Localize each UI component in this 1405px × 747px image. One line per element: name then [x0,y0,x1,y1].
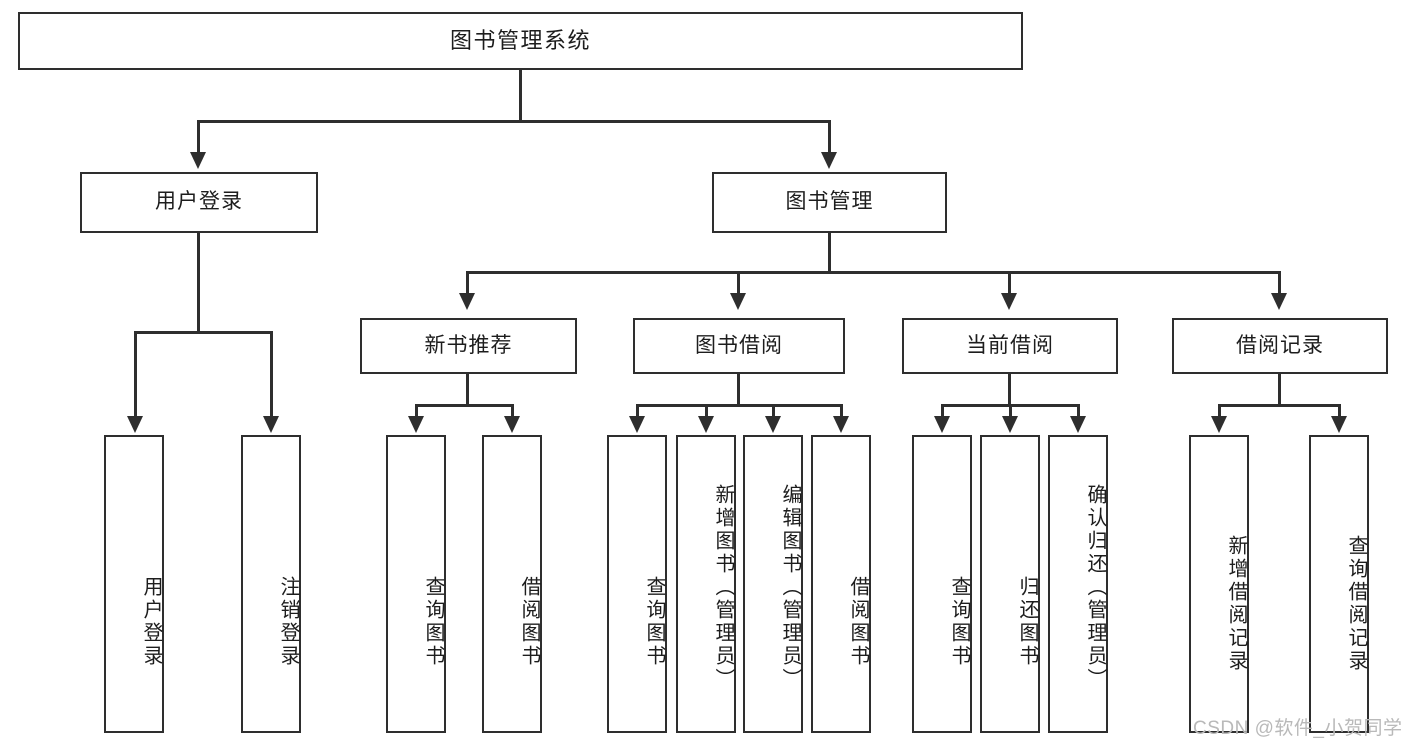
node-label: 图书管理系统 [449,28,591,54]
connector-nbr-trunk [466,374,469,406]
arrowhead-user-login-to-leaf-1 [127,416,143,433]
node-current-borrow[interactable]: 当前借阅 [902,318,1118,374]
watermark-text: CSDN @软件_小贺同学 [1193,718,1403,739]
node-label: 编辑图书（管理员） [779,483,801,691]
node-leaf-query-borrow-record[interactable]: 查询借阅记录 [1309,435,1369,733]
arrowhead-user-login-to-leaf-2 [263,416,279,433]
node-leaf-user-login[interactable]: 用户登录 [104,435,164,733]
node-borrow-record[interactable]: 借阅记录 [1172,318,1388,374]
node-user-login[interactable]: 用户登录 [80,172,318,233]
connector-bb-trunk [737,374,740,406]
node-leaf-borrow-book-2[interactable]: 借阅图书 [811,435,871,733]
connector-user-login-bus [134,331,272,334]
arrowhead-bb-to-leaf-3 [765,416,781,433]
arrowhead-nbr-to-leaf-2 [504,416,520,433]
connector-cb-to-leaf-1 [941,404,944,418]
node-leaf-borrow-book-1[interactable]: 借阅图书 [482,435,542,733]
connector-cb-to-leaf-3 [1077,404,1080,418]
node-label: 归还图书 [1016,576,1038,668]
node-label: 图书借阅 [695,333,783,357]
connector-user-login-to-leaf-1 [134,331,137,418]
arrowhead-bb-to-leaf-2 [698,416,714,433]
arrowhead-bm-to-borrow-record [1271,293,1287,310]
connector-cb-to-leaf-2 [1009,404,1012,418]
connector-br-to-leaf-2 [1338,404,1341,418]
csdn-watermark: CSDN @软件_小贺同学 [1193,713,1402,740]
node-label: 用户登录 [155,190,243,214]
connector-br-bus [1218,404,1340,407]
arrowhead-br-to-leaf-1 [1211,416,1227,433]
node-label: 查询借阅记录 [1345,535,1367,673]
connector-nbr-to-leaf-2 [511,404,514,418]
connector-book-management-bus [466,271,1281,274]
node-label: 用户登录 [140,576,162,668]
connector-nbr-bus [415,404,513,407]
node-label: 查询图书 [422,576,444,668]
connector-book-management-trunk [828,233,831,273]
arrowhead-bm-to-new-book-recommend [459,293,475,310]
node-label: 新增借阅记录 [1225,535,1247,673]
node-label: 注销登录 [277,576,299,668]
node-label: 当前借阅 [966,333,1054,357]
node-label: 图书管理 [785,190,874,214]
arrowhead-bm-to-current-borrow [1001,293,1017,310]
node-label: 新增图书（管理员） [712,483,734,691]
connector-user-login-to-leaf-2 [270,331,273,418]
node-label: 确认归还（管理员） [1084,483,1106,691]
connector-bb-to-leaf-2 [705,404,708,418]
arrowhead-root-to-book-management [821,152,837,169]
connector-root-to-book-management [828,120,831,153]
connector-bb-bus [636,404,843,407]
node-label: 借阅图书 [518,576,540,668]
connector-br-trunk [1278,374,1281,406]
arrowhead-br-to-leaf-2 [1331,416,1347,433]
node-label: 借阅图书 [847,576,869,668]
arrowhead-bb-to-leaf-4 [833,416,849,433]
node-leaf-add-book[interactable]: 新增图书（管理员） [676,435,736,733]
connector-root-to-user-login [197,120,200,153]
connector-bm-to-current-borrow [1008,271,1011,295]
connector-bb-to-leaf-3 [772,404,775,418]
connector-bm-to-new-book-recommend [466,271,469,295]
connector-bm-to-borrow-record [1278,271,1281,295]
arrowhead-cb-to-leaf-3 [1070,416,1086,433]
connector-root-bus [197,120,831,123]
node-leaf-edit-book[interactable]: 编辑图书（管理员） [743,435,803,733]
node-book-borrow[interactable]: 图书借阅 [633,318,845,374]
node-label: 查询图书 [643,576,665,668]
connector-user-login-trunk [197,233,200,333]
arrowhead-bb-to-leaf-1 [629,416,645,433]
node-book-management[interactable]: 图书管理 [712,172,947,233]
connector-cb-trunk [1008,374,1011,406]
node-label: 新书推荐 [424,333,513,357]
node-leaf-return-book[interactable]: 归还图书 [980,435,1040,733]
connector-br-to-leaf-1 [1218,404,1221,418]
node-leaf-logout-login[interactable]: 注销登录 [241,435,301,733]
node-label: 查询图书 [948,576,970,668]
arrowhead-cb-to-leaf-2 [1002,416,1018,433]
node-label: 借阅记录 [1236,333,1324,357]
connector-bb-to-leaf-1 [636,404,639,418]
node-new-book-recommend[interactable]: 新书推荐 [360,318,577,374]
node-leaf-query-book-2[interactable]: 查询图书 [607,435,667,733]
node-leaf-add-borrow-record[interactable]: 新增借阅记录 [1189,435,1249,733]
arrowhead-cb-to-leaf-1 [934,416,950,433]
node-book-management-system[interactable]: 图书管理系统 [18,12,1023,70]
arrowhead-bm-to-book-borrow [730,293,746,310]
connector-bb-to-leaf-4 [840,404,843,418]
connector-bm-to-book-borrow [737,271,740,295]
connector-root-trunk [519,70,522,122]
connector-nbr-to-leaf-1 [415,404,418,418]
node-leaf-query-book-1[interactable]: 查询图书 [386,435,446,733]
arrowhead-root-to-user-login [190,152,206,169]
node-leaf-query-book-3[interactable]: 查询图书 [912,435,972,733]
arrowhead-nbr-to-leaf-1 [408,416,424,433]
node-leaf-confirm-return[interactable]: 确认归还（管理员） [1048,435,1108,733]
